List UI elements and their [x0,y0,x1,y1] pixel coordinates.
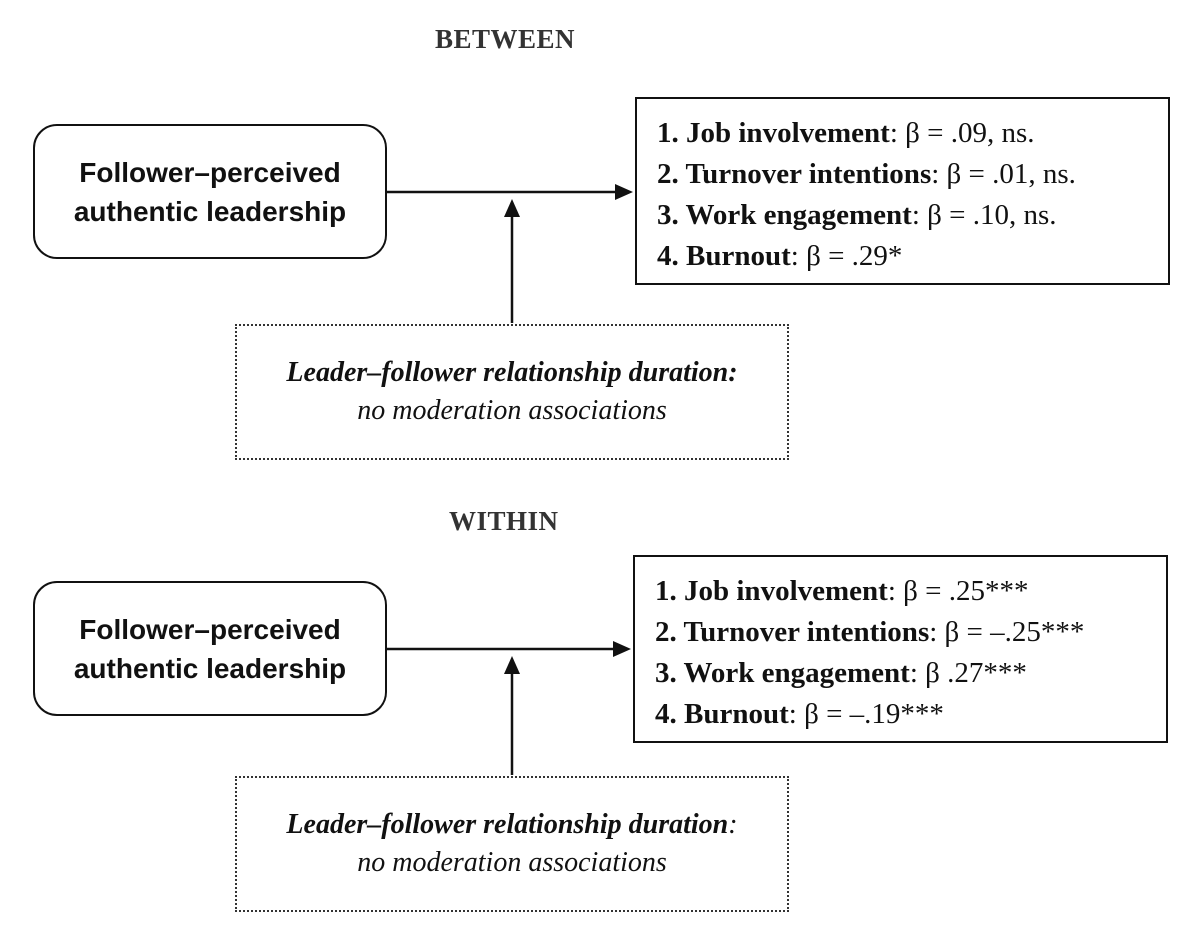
outcome-stat: : β = .01, ns. [931,158,1076,190]
between-outcomes-box: 1. Job involvement: β = .09, ns. 2. Turn… [635,97,1170,285]
within-predictor-line1: Follower–perceived [79,613,341,645]
outcome-stat: : β = .09, ns. [889,117,1035,149]
between-outcome-item: 1. Job involvement: β = .09, ns. [657,113,1168,154]
within-outcome-item: 1. Job involvement: β = .25*** [655,571,1166,612]
within-moderator-arrowhead [504,656,520,674]
between-outcome-item: 4. Burnout: β = .29* [657,236,1168,277]
outcome-stat: : β = –.25*** [929,616,1085,648]
outcome-stat: : β = .10, ns. [911,199,1057,231]
between-predictor-line1: Follower–perceived [79,156,341,188]
between-predictor-box: Follower–perceived authentic leadership [33,124,387,259]
within-outcomes-box: 1. Job involvement: β = .25*** 2. Turnov… [633,555,1168,743]
within-moderator-note: no moderation associations [357,847,667,878]
within-moderator-label: Leader–follower relationship duration [286,809,729,840]
between-moderator-arrowhead [504,199,520,217]
within-moderator-label-suffix: : [728,809,738,840]
between-moderator-label: Leader–follower relationship duration: [286,357,738,388]
between-section-title: BETWEEN [435,24,576,54]
within-outcome-item: 3. Work engagement: β .27*** [655,653,1166,694]
outcome-label: 1. Job involvement [657,117,890,149]
outcome-stat: : β = –.19*** [788,698,944,730]
between-outcome-item: 2. Turnover intentions: β = .01, ns. [657,154,1168,195]
outcome-label: 3. Work engagement [657,199,912,231]
within-outcome-item: 4. Burnout: β = –.19*** [655,694,1166,735]
outcome-label: 2. Turnover intentions [655,616,930,648]
between-predictor-line2: authentic leadership [73,195,347,227]
outcome-stat: : β .27*** [909,657,1027,689]
outcome-label: 3. Work engagement [655,657,910,689]
outcome-label: 4. Burnout [657,240,791,272]
within-outcome-item: 2. Turnover intentions: β = –.25*** [655,612,1166,653]
outcome-stat: : β = .25*** [887,575,1029,607]
within-predictor-line2: authentic leadership [73,652,347,684]
outcome-label: 4. Burnout [655,698,789,730]
between-moderator-note: no moderation associations [357,395,667,426]
outcome-label: 1. Job involvement [655,575,888,607]
outcome-label: 2. Turnover intentions [657,158,932,190]
within-predictor-box: Follower–perceived authentic leadership [33,581,387,716]
between-moderator-box: Leader–follower relationship duration: n… [235,324,789,460]
between-main-arrowhead [615,184,633,200]
outcome-stat: : β = .29* [790,240,903,272]
within-main-arrowhead [613,641,631,657]
within-section-title: WITHIN [449,506,559,536]
within-moderator-box: Leader–follower relationship duration: n… [235,776,789,912]
between-outcome-item: 3. Work engagement: β = .10, ns. [657,195,1168,236]
